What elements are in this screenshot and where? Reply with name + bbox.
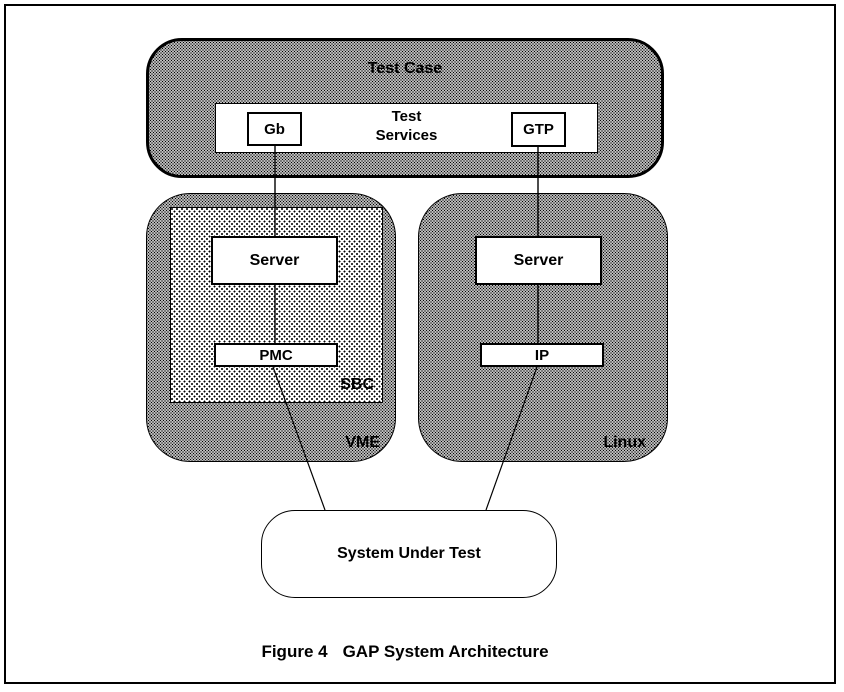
- figure-caption: Figure 4 GAP System Architecture: [0, 642, 810, 662]
- page-border: [4, 4, 836, 684]
- sbc-label: SBC: [340, 376, 374, 393]
- test-services-label-line1: Test: [391, 108, 422, 125]
- linux-container: [418, 193, 668, 462]
- figure-caption-number: Figure 4: [261, 642, 328, 661]
- test-services-label: Test Services: [215, 107, 598, 145]
- pmc-box: PMC: [214, 343, 338, 367]
- server-linux-box: Server: [475, 236, 602, 285]
- vme-label: VME: [345, 434, 380, 451]
- ip-box: IP: [480, 343, 604, 367]
- test-services-label-line2: Services: [375, 127, 438, 144]
- gb-interface-box: Gb: [247, 112, 302, 146]
- gtp-interface-box: GTP: [511, 112, 566, 147]
- linux-label: Linux: [603, 434, 646, 451]
- system-under-test-box: System Under Test: [261, 510, 557, 598]
- test-case-label: Test Case: [367, 60, 443, 77]
- figure-caption-title: GAP System Architecture: [342, 642, 549, 661]
- server-vme-box: Server: [211, 236, 338, 285]
